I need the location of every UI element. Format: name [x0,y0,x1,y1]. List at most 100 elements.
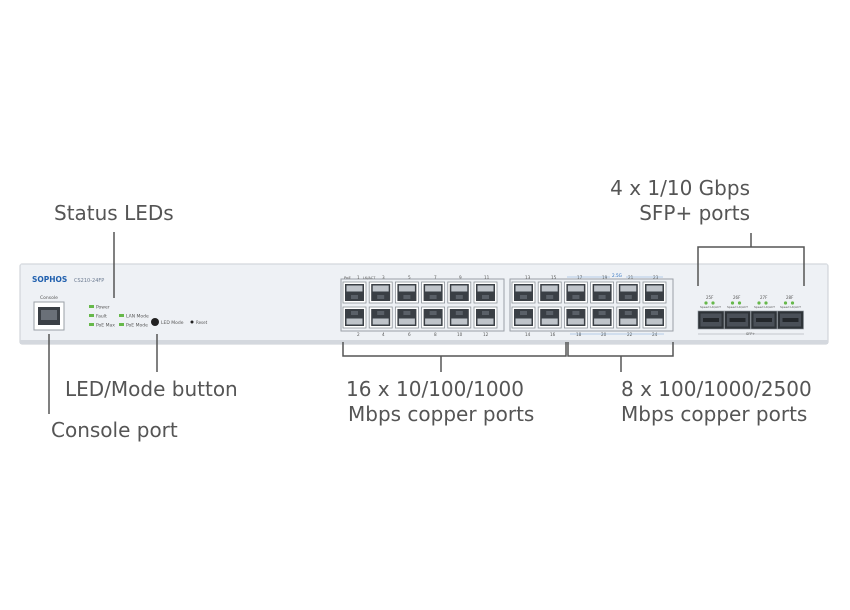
copper-16-line1: 16 x 10/100/1000 [346,377,524,401]
port-label-18: 18 [576,332,582,337]
rj45-port-16[interactable] [537,306,562,329]
sfp-number-27f: 27F [760,295,768,300]
rj45-port-22[interactable] [616,306,641,329]
sfp-number-28f: 28F [786,295,794,300]
rj45-port-4[interactable] [368,306,393,329]
port-label-8: 8 [434,332,437,337]
port-label-10: 10 [457,332,463,337]
copper-8-line2: Mbps copper ports [621,402,808,426]
port-label-15: 15 [551,275,557,280]
rj45-port-11[interactable] [473,281,498,304]
rj45-port-17[interactable] [564,281,588,304]
led-poe-max-label: PoE Max [96,323,115,329]
rj45-port-24[interactable] [642,306,667,329]
rj45-port-10[interactable] [447,306,472,329]
reset-label: Reset [196,320,208,325]
rj45-port-5[interactable] [394,281,419,304]
rj45-port-21[interactable] [616,281,641,304]
port-group-2-frame [509,278,674,332]
led-poe-mode-label: PoE Mode [126,323,148,329]
sfp-port-25[interactable] [697,301,725,330]
port-label-11: 11 [484,275,490,280]
sfp-number-25f: 25F [706,295,714,300]
port-label-23: 23 [653,275,659,280]
sfp-speed-label-27f: Speed LK/ACT [754,305,775,309]
sfp-port-27[interactable] [750,301,778,330]
port-label-19: 19 [602,275,608,280]
port-label-24: 24 [652,332,658,337]
port-label-16: 16 [550,332,556,337]
copper-8-line1: 8 x 100/1000/2500 [621,377,812,401]
port-label-3: 3 [382,275,385,280]
console-label: Console [40,295,58,301]
led-lan-mode-label: LAN Mode [126,314,149,320]
rj45-port-3[interactable] [368,281,393,304]
port-label-9: 9 [459,275,462,280]
sfp-speed-label-25f: Speed LK/ACT [700,305,721,309]
led-power [89,305,94,308]
port-label-13: 13 [525,275,531,280]
console-port-contacts [41,310,57,320]
sfp-callout-line2: SFP+ ports [639,201,750,225]
led-fault [89,314,94,317]
copper-16-callout: 16 x 10/100/1000 Mbps copper ports [346,377,534,427]
sfp-callout-line1: 4 x 1/10 Gbps [610,176,750,200]
led-lan-mode [119,314,124,317]
sfp-callout: 4 x 1/10 Gbps SFP+ ports [560,176,750,226]
rj45-port-1[interactable] [342,281,367,304]
leader-lines [48,232,805,414]
copper-16-line2: Mbps copper ports [348,402,535,426]
poe-label: PoE [344,275,351,280]
bracket-copper-16 [342,342,567,357]
sfp-port-26[interactable] [724,301,751,330]
rj45-port-20[interactable] [590,306,614,329]
reset-button[interactable] [190,320,194,324]
rj45-port-2[interactable] [342,306,367,329]
rj45-port-13[interactable] [511,281,536,304]
port-label-7: 7 [434,275,437,280]
port-label-12: 12 [483,332,489,337]
rj45-port-14[interactable] [511,306,536,329]
port-label-4: 4 [382,332,385,337]
brand-logo: SOPHOS [32,275,67,284]
rj45-port-6[interactable] [394,306,419,329]
lkact-label: LK/ACT [363,276,376,280]
port-label-2: 2 [357,332,360,337]
console-port-callout: Console port [51,418,178,442]
port-label-6: 6 [408,332,411,337]
speed-badge: 2.5G [612,273,622,278]
sfp-speed-label-26f: Speed LK/ACT [727,305,748,309]
led-poe-max [89,323,94,326]
status-leds-callout: Status LEDs [54,201,174,225]
port-label-5: 5 [408,275,411,280]
rj45-port-7[interactable] [421,281,446,304]
chassis-bottom-edge [20,340,828,344]
port-label-20: 20 [601,332,607,337]
led-mode-button-callout: LED/Mode button [65,377,238,401]
sfp-number-26f: 26F [733,295,741,300]
rj45-port-9[interactable] [447,281,472,304]
sfp-port-28[interactable] [777,301,804,330]
port-label-22: 22 [627,332,633,337]
led-mode-button[interactable] [151,318,159,326]
copper-8-callout: 8 x 100/1000/2500 Mbps copper ports [621,377,812,427]
model-label: CS210-24FP [74,278,104,284]
port-label-17: 17 [577,275,583,280]
led-fault-label: Fault [96,314,107,320]
status-leds: Power Fault PoE Max LAN Mode PoE Mode [89,305,149,329]
rj45-port-8[interactable] [421,306,446,329]
port-label-14: 14 [525,332,531,337]
rj45-port-15[interactable] [537,281,562,304]
rj45-ports [342,281,667,329]
sfp-speed-label-28f: Speed LK/ACT [780,305,801,309]
rj45-port-19[interactable] [590,281,614,304]
sfp-group-label: SFP+ [746,332,755,336]
sfp-area: 25F 26F 27F 28F Speed LK/ACT Speed LK/AC… [697,295,804,336]
rj45-port-12[interactable] [473,306,498,329]
rj45-port-23[interactable] [642,281,667,304]
rj45-port-18[interactable] [564,306,588,329]
led-poe-mode [119,323,124,326]
led-power-label: Power [96,305,110,311]
speed-badge-bg [610,272,626,279]
